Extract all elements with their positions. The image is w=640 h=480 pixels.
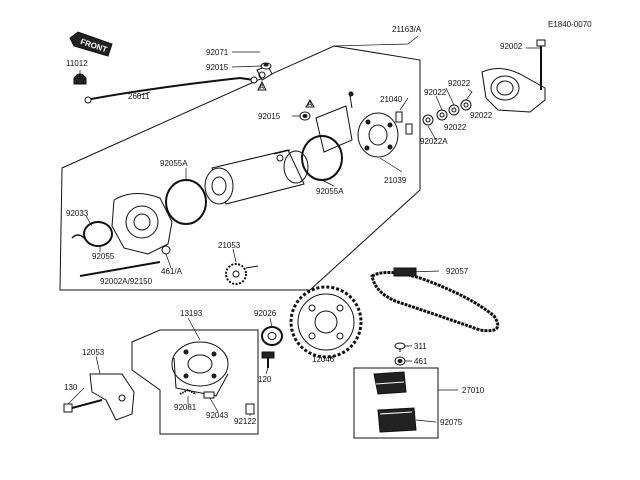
motor-yoke-21039: [204, 149, 309, 205]
nut-92015-top: [260, 62, 272, 70]
relay-cover-92075: [377, 407, 417, 433]
label-13193: 13193: [180, 309, 203, 318]
diagram-code: E1840-0070: [548, 20, 592, 29]
label-92022-d: 92022: [444, 123, 467, 132]
label-92002: 92002: [500, 42, 523, 51]
ref-mark-a-mid: A: [305, 98, 315, 108]
label-92022-b: 92022: [424, 88, 447, 97]
bolt-130: [63, 399, 103, 413]
label-92015-top: 92015: [206, 63, 229, 72]
washer-461: [394, 356, 406, 366]
label-92033: 92033: [66, 209, 89, 218]
label-21040: 21040: [380, 95, 403, 104]
label-92022-a: 92022: [448, 79, 471, 88]
label-92022a: 92022A: [420, 137, 448, 146]
label-120: 120: [258, 375, 272, 384]
label-92022-c: 92022: [470, 111, 493, 120]
label-92015-mid: 92015: [258, 112, 281, 121]
starter-clutch-13193: [171, 341, 229, 397]
pin-92122: [245, 403, 255, 415]
label-12046: 12046: [312, 355, 335, 364]
label-11012: 11012: [66, 59, 88, 68]
label-92055: 92055: [92, 252, 115, 261]
label-92071: 92071: [206, 48, 229, 57]
label-461a: 461/A: [161, 267, 183, 276]
brush-plate-21040: [357, 112, 399, 158]
label-21163a: 21163/A: [392, 25, 422, 34]
bracket-12053: [89, 373, 135, 421]
o-ring-92055: [83, 221, 113, 247]
label-130: 130: [64, 383, 78, 392]
label-92057: 92057: [446, 267, 469, 276]
starter-clutch-outline: [131, 329, 259, 435]
bolt-92002: [536, 39, 546, 90]
label-461: 461: [414, 357, 428, 366]
bolt-311: [394, 342, 406, 352]
sprocket-12046: [289, 285, 363, 359]
relay-assembly-outline: [353, 367, 439, 439]
label-92043: 92043: [206, 411, 229, 420]
washers-92022: [422, 99, 472, 126]
ref-mark-a-top: A: [257, 80, 267, 91]
armature-end: [315, 91, 354, 153]
collar-92026: [261, 326, 283, 346]
o-ring-92055a-left: [165, 179, 207, 225]
label-92002a-92150: 92002A/92150: [100, 277, 153, 286]
clip-92033: [71, 234, 85, 239]
label-21053: 21053: [218, 241, 241, 250]
relay-27010: [373, 371, 407, 395]
gear-housing: [111, 193, 173, 255]
label-92055a-right: 92055A: [316, 187, 344, 196]
label-92026: 92026: [254, 309, 277, 318]
end-bracket: [481, 68, 546, 113]
svg-text:A: A: [308, 101, 313, 108]
label-92081: 92081: [174, 403, 197, 412]
pin-92043: [203, 391, 215, 399]
label-26011: 26011: [128, 92, 150, 101]
label-92055a-left: 92055A: [160, 159, 188, 168]
nut-92015-mid: [299, 111, 311, 121]
front-arrow-icon: FRONT: [69, 31, 113, 57]
label-21039: 21039: [384, 176, 407, 185]
label-27010: 27010: [462, 386, 485, 395]
chain-92057: [370, 271, 500, 333]
spring-92081: [179, 388, 197, 395]
svg-text:A: A: [260, 84, 265, 91]
gear-21053: [225, 263, 259, 285]
label-92122: 92122: [234, 417, 257, 426]
long-bolt: [79, 261, 161, 277]
label-12053: 12053: [82, 348, 105, 357]
bolt-120: [261, 351, 275, 368]
label-311: 311: [414, 342, 427, 351]
label-92075: 92075: [440, 418, 463, 427]
cap-11012: [73, 73, 87, 85]
battery-cable-26011: [85, 76, 255, 101]
